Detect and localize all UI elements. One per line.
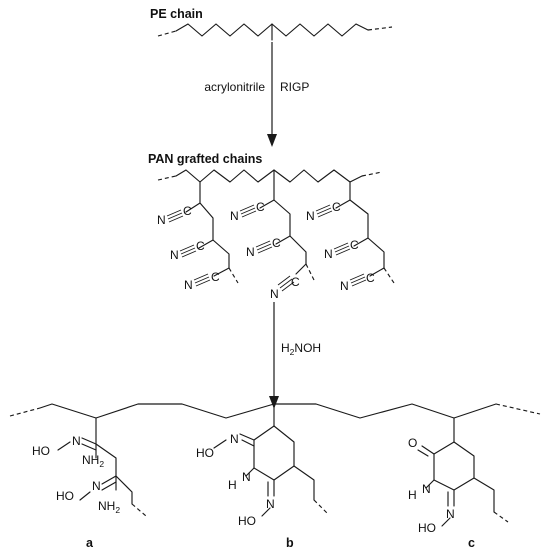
pan-graft-1: N C N C N C — [157, 181, 239, 292]
atom-c: C — [196, 239, 205, 253]
atom-n: N — [340, 279, 349, 293]
atom-c: C — [211, 270, 220, 284]
product-label-c: c — [468, 536, 475, 550]
product-b-cyclic-amidoxime: N HO N H N HO — [196, 403, 329, 528]
carbonyl-o: O — [408, 436, 417, 450]
pe-chain-title: PE chain — [150, 7, 203, 21]
atom-n: N — [306, 209, 315, 223]
atom-h: H — [228, 478, 237, 492]
pan-graft-2: N C N C N C — [230, 169, 315, 301]
atom-n: N — [230, 432, 239, 446]
reagent-hydroxylamine: H2NOH — [281, 341, 321, 357]
hydroxyl-ho: HO — [238, 514, 256, 528]
atom-c: C — [272, 236, 281, 250]
pe-chain-structure — [157, 23, 393, 41]
atom-c: C — [256, 200, 265, 214]
reagent-acrylonitrile: acrylonitrile — [204, 80, 265, 94]
method-rigp: RIGP — [280, 80, 309, 94]
atom-n: N — [92, 479, 101, 493]
atom-n: N — [230, 209, 239, 223]
pan-graft-3: N C N C N C — [306, 181, 395, 293]
atom-n: N — [270, 287, 279, 301]
reaction-arrow-1 — [267, 42, 277, 147]
product-c-cyclic-imide-dioxime: O N H N HO — [408, 417, 509, 535]
amine-nh2: NH2 — [98, 499, 120, 515]
atom-n: N — [266, 497, 275, 511]
product-label-b: b — [286, 536, 294, 550]
atom-c: C — [183, 204, 192, 218]
hydroxyl-ho: HO — [56, 489, 74, 503]
pan-chains-title: PAN grafted chains — [148, 152, 262, 166]
ring-nitrogen: N — [242, 470, 251, 484]
product-a-amidoxime: N HO NH2 N HO NH2 — [32, 417, 147, 517]
atom-c: C — [366, 271, 375, 285]
atom-n: N — [446, 507, 455, 521]
atom-n: N — [246, 245, 255, 259]
ring-nitrogen: N — [422, 482, 431, 496]
atom-n: N — [157, 213, 166, 227]
atom-h: H — [408, 488, 417, 502]
amine-nh2: NH2 — [82, 453, 104, 469]
atom-c: C — [332, 200, 341, 214]
atom-n: N — [72, 434, 81, 448]
hydroxyl-ho: HO — [418, 521, 436, 535]
atom-c: C — [350, 238, 359, 252]
hydroxyl-ho: HO — [32, 444, 50, 458]
atom-c: C — [291, 275, 300, 289]
pan-backbone — [157, 169, 383, 183]
atom-n: N — [324, 247, 333, 261]
reaction-arrow-2 — [269, 302, 279, 409]
atom-n: N — [170, 248, 179, 262]
hydroxyl-ho: HO — [196, 446, 214, 460]
product-backbone — [9, 403, 541, 419]
product-label-a: a — [86, 536, 94, 550]
atom-n: N — [184, 278, 193, 292]
